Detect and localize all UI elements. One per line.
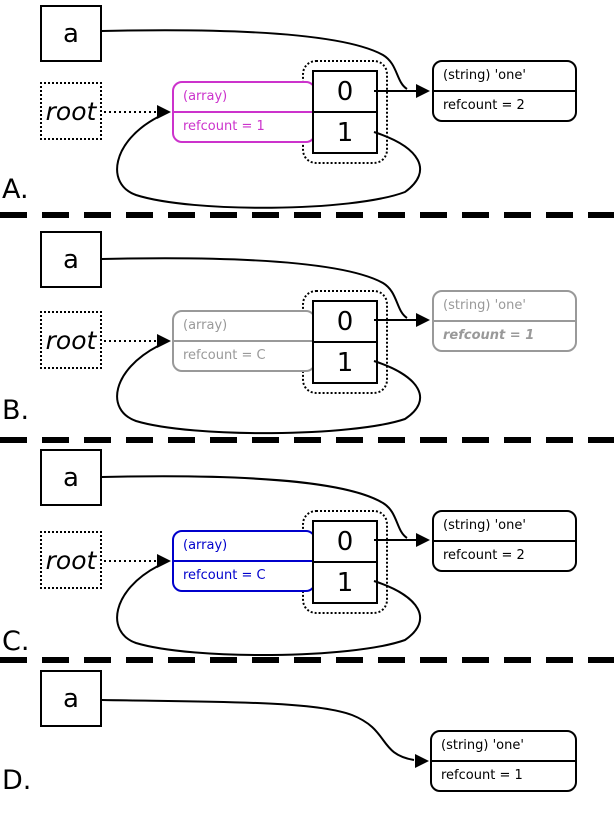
panel-separator	[0, 437, 614, 443]
array-to-string-arrowhead	[416, 313, 430, 327]
root-box: root	[40, 82, 102, 140]
a-to-string-line	[101, 699, 415, 761]
variable-label: a	[63, 244, 79, 275]
panel-separator	[0, 657, 614, 663]
array-zval-box: (array) refcount = C	[172, 530, 316, 592]
panel-label: D.	[2, 765, 32, 796]
variable-box: a	[40, 5, 102, 62]
string-refcount-label: refcount = 1	[434, 320, 575, 350]
string-refcount-label: refcount = 2	[434, 540, 575, 570]
hashtable-cell-1: 1	[314, 341, 376, 382]
string-refcount-label: refcount = 1	[432, 760, 575, 790]
hashtable: 0 1	[312, 70, 378, 154]
hashtable: 0 1	[312, 300, 378, 384]
variable-box: a	[40, 231, 102, 288]
root-box: root	[40, 531, 102, 589]
array-zval-box: (array) refcount = C	[172, 310, 316, 372]
string-refcount-label: refcount = 2	[434, 90, 575, 120]
array-to-string-arrowhead	[416, 84, 430, 98]
hashtable-cell-1: 1	[314, 561, 376, 602]
root-to-array-arrowhead	[157, 554, 171, 568]
array-refcount-label: refcount = 1	[174, 111, 314, 141]
hashtable: 0 1	[312, 520, 378, 604]
array-to-string-arrowhead	[416, 533, 430, 547]
panel-label: C.	[2, 626, 30, 657]
array-type-label: (array)	[183, 318, 228, 333]
variable-label: a	[63, 462, 79, 493]
string-zval-box: (string) 'one' refcount = 1	[432, 290, 577, 352]
panel-b: a root (array) refcount = C 0 1 (string)…	[0, 210, 614, 435]
array-type-label: (array)	[183, 89, 228, 104]
root-to-array-arrowhead	[157, 334, 171, 348]
panel-a: a root (array) refcount = 1 0 1 (string)…	[0, 0, 614, 210]
root-box: root	[40, 311, 102, 369]
hashtable-cell-0: 0	[336, 526, 354, 557]
panel-c: a root (array) refcount = C 0 1 (string)…	[0, 435, 614, 657]
variable-label: a	[63, 18, 79, 49]
array-refcount-label: refcount = C	[174, 340, 314, 370]
string-type-label: (string) 'one'	[441, 738, 524, 753]
hashtable-cell-1: 1	[314, 111, 376, 152]
hashtable-cell-0: 0	[336, 306, 354, 337]
string-type-label: (string) 'one'	[443, 298, 526, 313]
string-zval-box: (string) 'one' refcount = 2	[432, 510, 577, 572]
array-type-label: (array)	[183, 538, 228, 553]
variable-box: a	[40, 449, 102, 506]
variable-label: a	[63, 683, 79, 714]
panel-d: a (string) 'one' refcount = 1 D.	[0, 655, 614, 814]
array-zval-box: (array) refcount = 1	[172, 81, 316, 143]
hashtable-cell-0: 0	[336, 76, 354, 107]
panel-label: B.	[2, 395, 30, 426]
string-zval-box: (string) 'one' refcount = 1	[430, 730, 577, 792]
root-label: root	[45, 325, 97, 355]
array-refcount-label: refcount = C	[174, 560, 314, 590]
string-zval-box: (string) 'one' refcount = 2	[432, 60, 577, 122]
string-type-label: (string) 'one'	[443, 68, 526, 83]
root-label: root	[45, 96, 97, 126]
string-type-label: (string) 'one'	[443, 518, 526, 533]
a-to-string-arrowhead	[415, 754, 429, 768]
root-to-array-arrowhead	[157, 105, 171, 119]
root-label: root	[45, 545, 97, 575]
variable-box: a	[40, 670, 102, 727]
panel-separator	[0, 212, 614, 218]
panel-label: A.	[2, 174, 29, 205]
